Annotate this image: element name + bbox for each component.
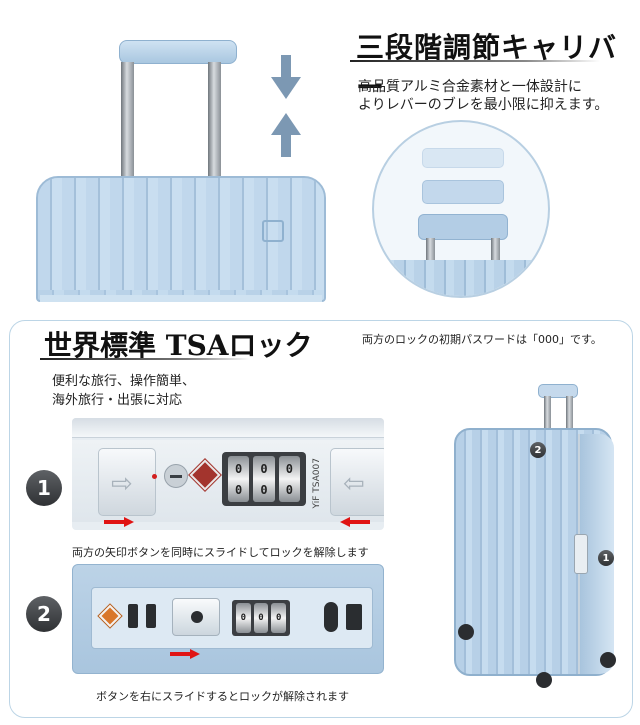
- step-2-badge: 2: [26, 596, 62, 632]
- frame-rail: [72, 418, 384, 438]
- handle-rod-right: [208, 62, 221, 180]
- caribar-description: 高品質アルミ合金素材と一体設計に よりレバーのブレを最小限に抑えます。: [358, 78, 608, 114]
- password-note: 両方のロックの初期パスワードは「000」です。: [362, 333, 602, 346]
- wheel: [600, 652, 616, 668]
- slide-left-arrow-icon: [340, 517, 370, 527]
- caribar-suitcase-image: [36, 40, 326, 302]
- lock-panel: 0 0 0: [91, 587, 373, 649]
- suitcase-trim: [40, 295, 322, 302]
- arrow-right-outline-icon: ⇨: [111, 469, 133, 499]
- caribar-title: 三段階調節キャリバー: [356, 31, 618, 104]
- right-slide-button: ⇦: [330, 448, 384, 516]
- description-line: よりレバーのブレを最小限に抑えます。: [358, 97, 609, 113]
- lock-model-label: YiF TSA007: [312, 458, 322, 509]
- handle-rod-right: [566, 396, 573, 436]
- step-2-caption: ボタンを右にスライドするとロックが解除されます: [96, 690, 349, 703]
- tsa-logo-icon: [98, 604, 122, 628]
- indicator-dot: [152, 474, 157, 479]
- handle-grip: [119, 40, 237, 64]
- feature-line: 便利な旅行、操作簡単、: [52, 374, 196, 389]
- dial-wheel: 0: [271, 603, 287, 633]
- handle-rod-left: [544, 396, 551, 436]
- step-1-badge: 1: [26, 470, 62, 506]
- usb-slot: [146, 604, 156, 628]
- handle-level-3: [422, 148, 504, 168]
- feature-list: 便利な旅行、操作簡単、 海外旅行・出張に対応: [52, 372, 195, 410]
- handle-grip: [538, 384, 578, 398]
- combination-dials: 0 0 0: [232, 600, 290, 636]
- left-slide-button: ⇨: [98, 448, 156, 516]
- usb-a-port: [346, 604, 362, 630]
- suitcase-badge-2: 2: [530, 442, 546, 458]
- arrow-down-icon: [271, 55, 301, 99]
- dial-wheel: 0: [253, 603, 269, 633]
- usb-c-port: [324, 602, 338, 632]
- slide-right-arrow-icon: [170, 649, 200, 659]
- arrow-left-outline-icon: ⇦: [343, 469, 365, 499]
- side-lock: [574, 534, 588, 574]
- handle-rod-left: [121, 62, 134, 180]
- detail-rod-left: [426, 238, 435, 266]
- handle-detail-circle: [372, 120, 550, 298]
- suitcase-tag: [262, 220, 284, 242]
- release-button: [172, 598, 220, 636]
- keyhole-icon: [164, 464, 188, 488]
- dial-wheel: 0: [236, 603, 251, 633]
- slide-right-arrow-icon: [104, 517, 134, 527]
- wheel: [536, 672, 552, 688]
- handle-level-2: [422, 180, 504, 204]
- handle-level-1: [418, 214, 508, 240]
- tsa-title: 世界標準 TSAロック: [44, 329, 313, 362]
- step-2-lock-image: 0 0 0: [72, 564, 384, 674]
- feature-line: 海外旅行・出張に対応: [52, 393, 183, 408]
- wheel: [458, 624, 474, 640]
- title-underline: [350, 60, 600, 62]
- usb-slot: [128, 604, 138, 628]
- suitcase-front-lid: [38, 178, 324, 290]
- title-underline: [40, 358, 250, 360]
- full-suitcase-image: 2 1: [440, 384, 620, 694]
- arrow-up-icon: [271, 113, 301, 157]
- description-line: 高品質アルミ合金素材と一体設計に: [358, 79, 582, 95]
- detail-case-top: [374, 260, 548, 296]
- step-1-caption: 両方の矢印ボタンを同時にスライドしてロックを解除します: [72, 546, 369, 559]
- suitcase-badge-1: 1: [598, 550, 614, 566]
- detail-rod-right: [491, 238, 500, 266]
